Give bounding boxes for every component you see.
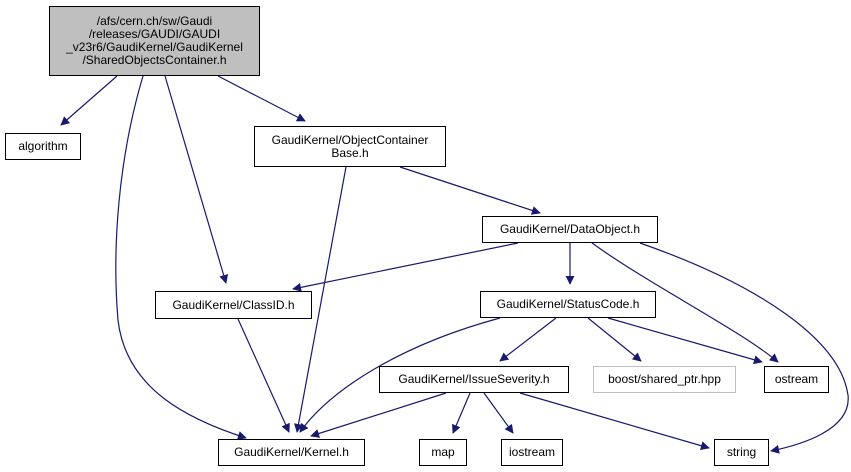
node-map: map <box>419 439 467 466</box>
node-object-container-base[interactable]: GaudiKernel/ObjectContainer Base.h <box>254 126 446 167</box>
edge-statuscode-to-ostream <box>607 317 763 365</box>
edge-issueseverity-to-string <box>519 392 710 451</box>
edge-classid-to-kernel <box>237 318 290 433</box>
edge-root-to-ocb <box>217 75 306 122</box>
edge-root-to-kernel <box>115 75 247 440</box>
edge-ocb-to-kernel <box>294 166 347 433</box>
node-class-id[interactable]: GaudiKernel/ClassID.h <box>155 291 312 319</box>
edge-statuscode-to-issueseverity <box>499 317 557 362</box>
edge-issueseverity-to-map <box>452 392 471 434</box>
node-shared-objects-container: /afs/cern.ch/sw/Gaudi /releases/GAUDI/GA… <box>49 6 260 76</box>
node-data-object[interactable]: GaudiKernel/DataObject.h <box>482 216 658 243</box>
edge-issueseverity-to-iostream <box>483 392 514 434</box>
edge-issueseverity-to-kernel <box>310 392 447 438</box>
node-algorithm: algorithm <box>5 133 81 160</box>
edge-ocb-to-dataobject <box>399 166 541 215</box>
edge-dataobject-to-ostream <box>591 242 779 363</box>
node-kernel[interactable]: GaudiKernel/Kernel.h <box>218 439 365 466</box>
edge-statuscode-to-kernel <box>299 317 501 433</box>
node-issue-severity[interactable]: GaudiKernel/IssueSeverity.h <box>379 366 569 393</box>
edge-root-to-algorithm <box>60 75 118 126</box>
node-boost-shared-ptr: boost/shared_ptr.hpp <box>593 366 736 393</box>
edge-root-to-classid <box>164 75 229 284</box>
edge-dataobject-to-classid <box>292 242 519 292</box>
node-iostream: iostream <box>501 439 563 466</box>
edge-dataobject-to-string <box>639 242 849 454</box>
node-ostream: ostream <box>764 366 829 393</box>
node-status-code[interactable]: GaudiKernel/StatusCode.h <box>480 291 656 318</box>
edge-statuscode-to-boost <box>587 317 642 362</box>
node-string: string <box>714 439 769 466</box>
